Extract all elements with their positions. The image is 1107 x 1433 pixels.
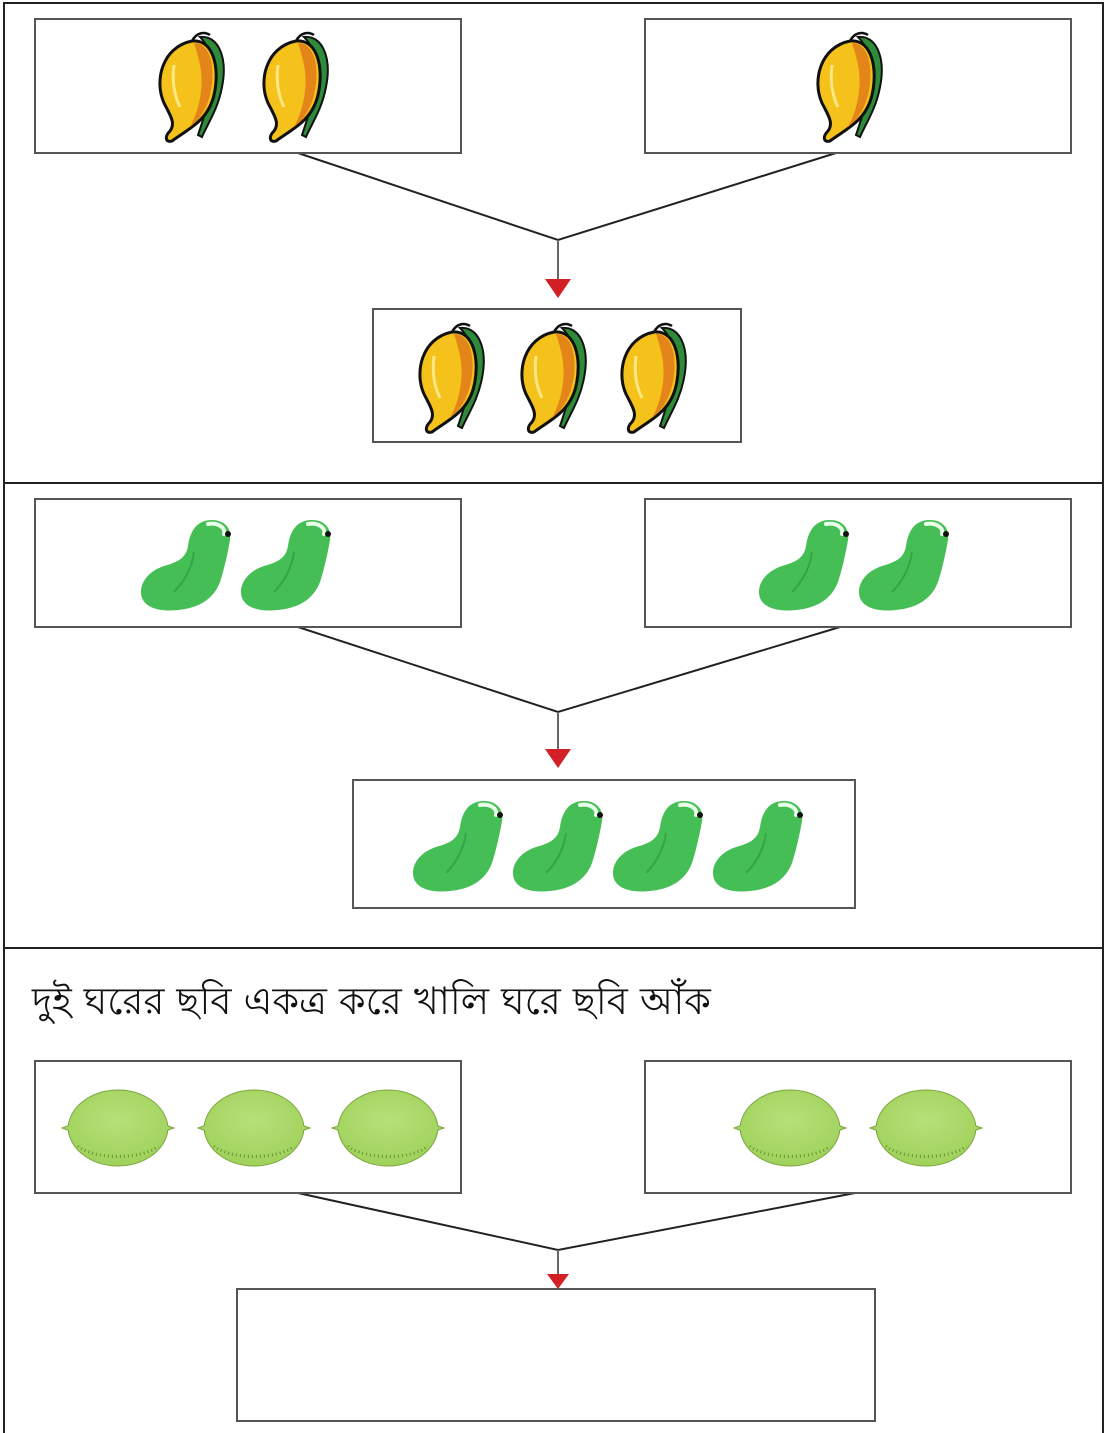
papaya-icon	[234, 512, 344, 616]
empty-answer-box[interactable]	[236, 1288, 876, 1422]
lime-icon	[732, 1086, 848, 1174]
section-limes	[3, 947, 1104, 1433]
lime-icon	[196, 1086, 312, 1174]
papaya-icon	[706, 793, 816, 897]
mango-left-box	[34, 18, 462, 154]
papaya-icon	[134, 512, 244, 616]
papaya-icon	[406, 793, 516, 897]
papaya-icon	[606, 793, 716, 897]
papaya-icon	[752, 512, 862, 616]
mango-icon	[256, 25, 336, 149]
lime-right-box	[644, 1060, 1072, 1194]
mango-icon	[614, 316, 694, 440]
papaya-right-box	[644, 498, 1072, 628]
arrow-down-icon	[545, 749, 571, 768]
instruction-text: দুই ঘরের ছবি একত্র করে খালি ঘরে ছবি আঁক	[32, 979, 711, 1023]
arrow-down-icon	[547, 1274, 569, 1289]
lime-icon	[330, 1086, 446, 1174]
lime-icon	[868, 1086, 984, 1174]
papaya-left-box	[34, 498, 462, 628]
mango-icon	[810, 25, 890, 149]
papaya-icon	[506, 793, 616, 897]
section-papayas	[3, 482, 1104, 947]
mango-icon	[152, 25, 232, 149]
section-mangoes	[3, 2, 1104, 482]
lime-icon	[60, 1086, 176, 1174]
papaya-icon	[852, 512, 962, 616]
mango-icon	[412, 316, 492, 440]
mango-icon	[514, 316, 594, 440]
arrow-down-icon	[545, 279, 571, 298]
